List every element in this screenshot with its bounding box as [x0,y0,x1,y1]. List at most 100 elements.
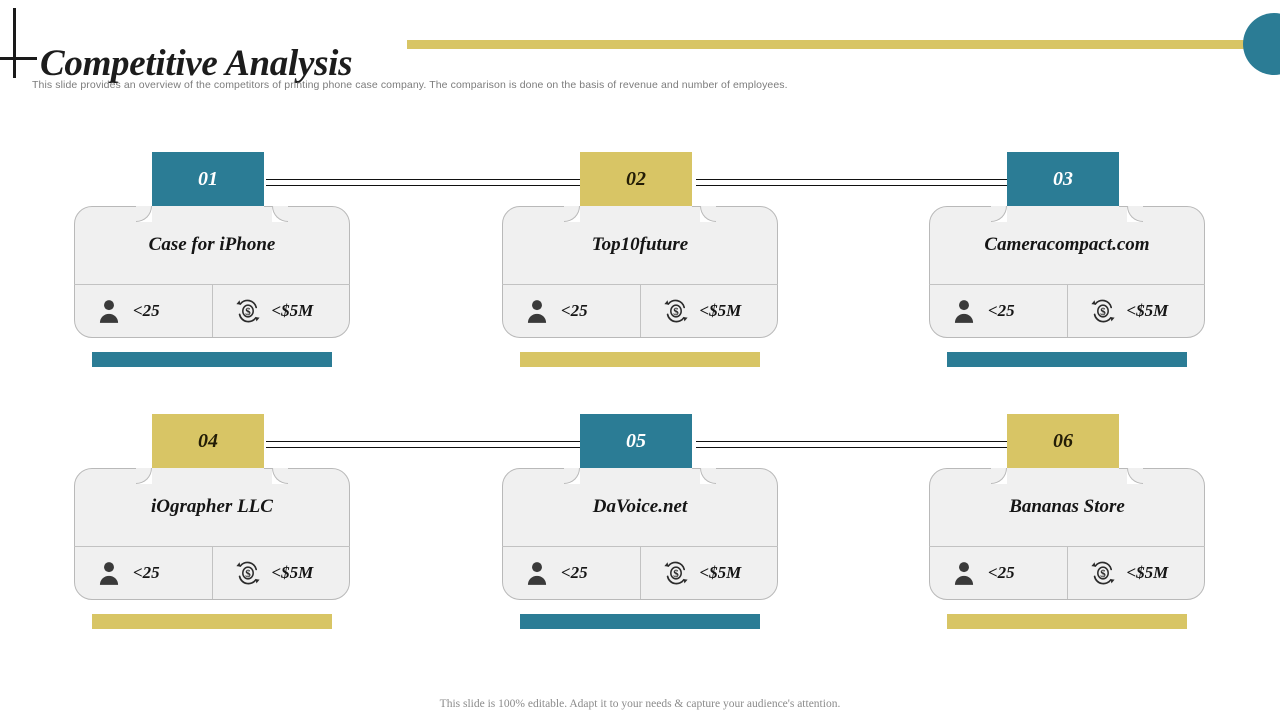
card-accent-bar [92,614,332,629]
page-title: Competitive Analysis [40,42,353,84]
corner-mark-vertical [13,8,16,78]
tab-join-mask [1007,205,1119,208]
person-icon [99,300,119,323]
card-notch-right [1127,206,1143,222]
card-company-name: Cameracompact.com [984,234,1150,255]
stat-revenue: $ <$5M [1066,547,1206,599]
card-accent-bar [947,352,1187,367]
tab-join-mask [152,467,264,470]
title-rule [407,40,1257,49]
revenue-value: <$5M [1126,563,1169,582]
card-stats-row: <25 $ <$5M [502,284,778,337]
card-number-tab: 04 [152,414,264,468]
card-company-name: iOgrapher LLC [151,496,273,517]
tab-join-mask [1007,467,1119,470]
stat-revenue: $ <$5M [211,285,351,337]
card-number: 06 [1053,429,1073,452]
stat-employees: <25 [502,547,640,599]
stat-revenue: $ <$5M [639,547,779,599]
card-number-tab: 01 [152,152,264,206]
card-accent-bar [92,352,332,367]
card-notch-left [136,206,152,222]
employees-value: <25 [133,563,160,582]
svg-text:$: $ [673,306,679,318]
connector-02-03 [696,179,1013,186]
card-number: 05 [626,429,646,452]
card-number: 03 [1053,167,1073,190]
card-company-name: Case for iPhone [148,234,276,255]
svg-text:$: $ [245,568,251,580]
stat-employees: <25 [929,285,1067,337]
card-stats-row: <25 $ <$5M [502,546,778,599]
dollar-refresh-icon: $ [1090,561,1115,585]
revenue-value: <$5M [1126,301,1169,320]
card-notch-right [700,206,716,222]
slide-footer-note: This slide is 100% editable. Adapt it to… [439,698,841,710]
dollar-refresh-icon: $ [1090,299,1115,323]
dollar-refresh-icon: $ [235,561,260,585]
card-stats-row: <25 $ <$5M [929,546,1205,599]
person-icon [99,562,119,585]
stat-employees: <25 [74,547,212,599]
card-accent-bar [520,614,760,629]
card-notch-left [564,206,580,222]
competitor-card[interactable]: 04 iOgrapher LLC <25 $ <$5M [74,414,350,634]
card-number-tab: 02 [580,152,692,206]
card-notch-right [272,468,288,484]
card-company-name: Bananas Store [1009,496,1125,517]
connector-05-06 [696,441,1013,448]
svg-text:$: $ [245,306,251,318]
card-accent-bar [520,352,760,367]
stat-employees: <25 [929,547,1067,599]
stat-revenue: $ <$5M [1066,285,1206,337]
card-stats-row: <25 $ <$5M [74,284,350,337]
page-subtitle: This slide provides an overview of the c… [32,79,788,91]
card-accent-bar [947,614,1187,629]
card-number-tab: 05 [580,414,692,468]
card-notch-right [272,206,288,222]
card-stats-row: <25 $ <$5M [929,284,1205,337]
person-icon [527,562,547,585]
card-notch-left [564,468,580,484]
card-company-name: DaVoice.net [592,496,688,517]
employees-value: <25 [133,301,160,320]
revenue-value: <$5M [699,563,742,582]
card-notch-right [700,468,716,484]
connector-01-02 [266,179,586,186]
tab-join-mask [152,205,264,208]
stat-employees: <25 [502,285,640,337]
header-circle-decoration [1243,13,1280,75]
card-number-tab: 06 [1007,414,1119,468]
dollar-refresh-icon: $ [663,299,688,323]
revenue-value: <$5M [271,563,314,582]
card-stats-row: <25 $ <$5M [74,546,350,599]
card-notch-left [991,468,1007,484]
dollar-refresh-icon: $ [235,299,260,323]
employees-value: <25 [561,301,588,320]
card-number: 02 [626,167,646,190]
svg-text:$: $ [1100,568,1106,580]
person-icon [954,562,974,585]
connector-04-05 [266,441,586,448]
dollar-refresh-icon: $ [663,561,688,585]
stat-employees: <25 [74,285,212,337]
card-notch-left [136,468,152,484]
card-notch-right [1127,468,1143,484]
card-number-tab: 03 [1007,152,1119,206]
svg-text:$: $ [1100,306,1106,318]
stat-revenue: $ <$5M [639,285,779,337]
revenue-value: <$5M [699,301,742,320]
employees-value: <25 [988,301,1015,320]
revenue-value: <$5M [271,301,314,320]
card-notch-left [991,206,1007,222]
tab-join-mask [580,205,692,208]
card-number: 04 [198,429,218,452]
tab-join-mask [580,467,692,470]
corner-mark-horizontal [0,57,37,60]
card-company-name: Top10future [591,234,689,255]
